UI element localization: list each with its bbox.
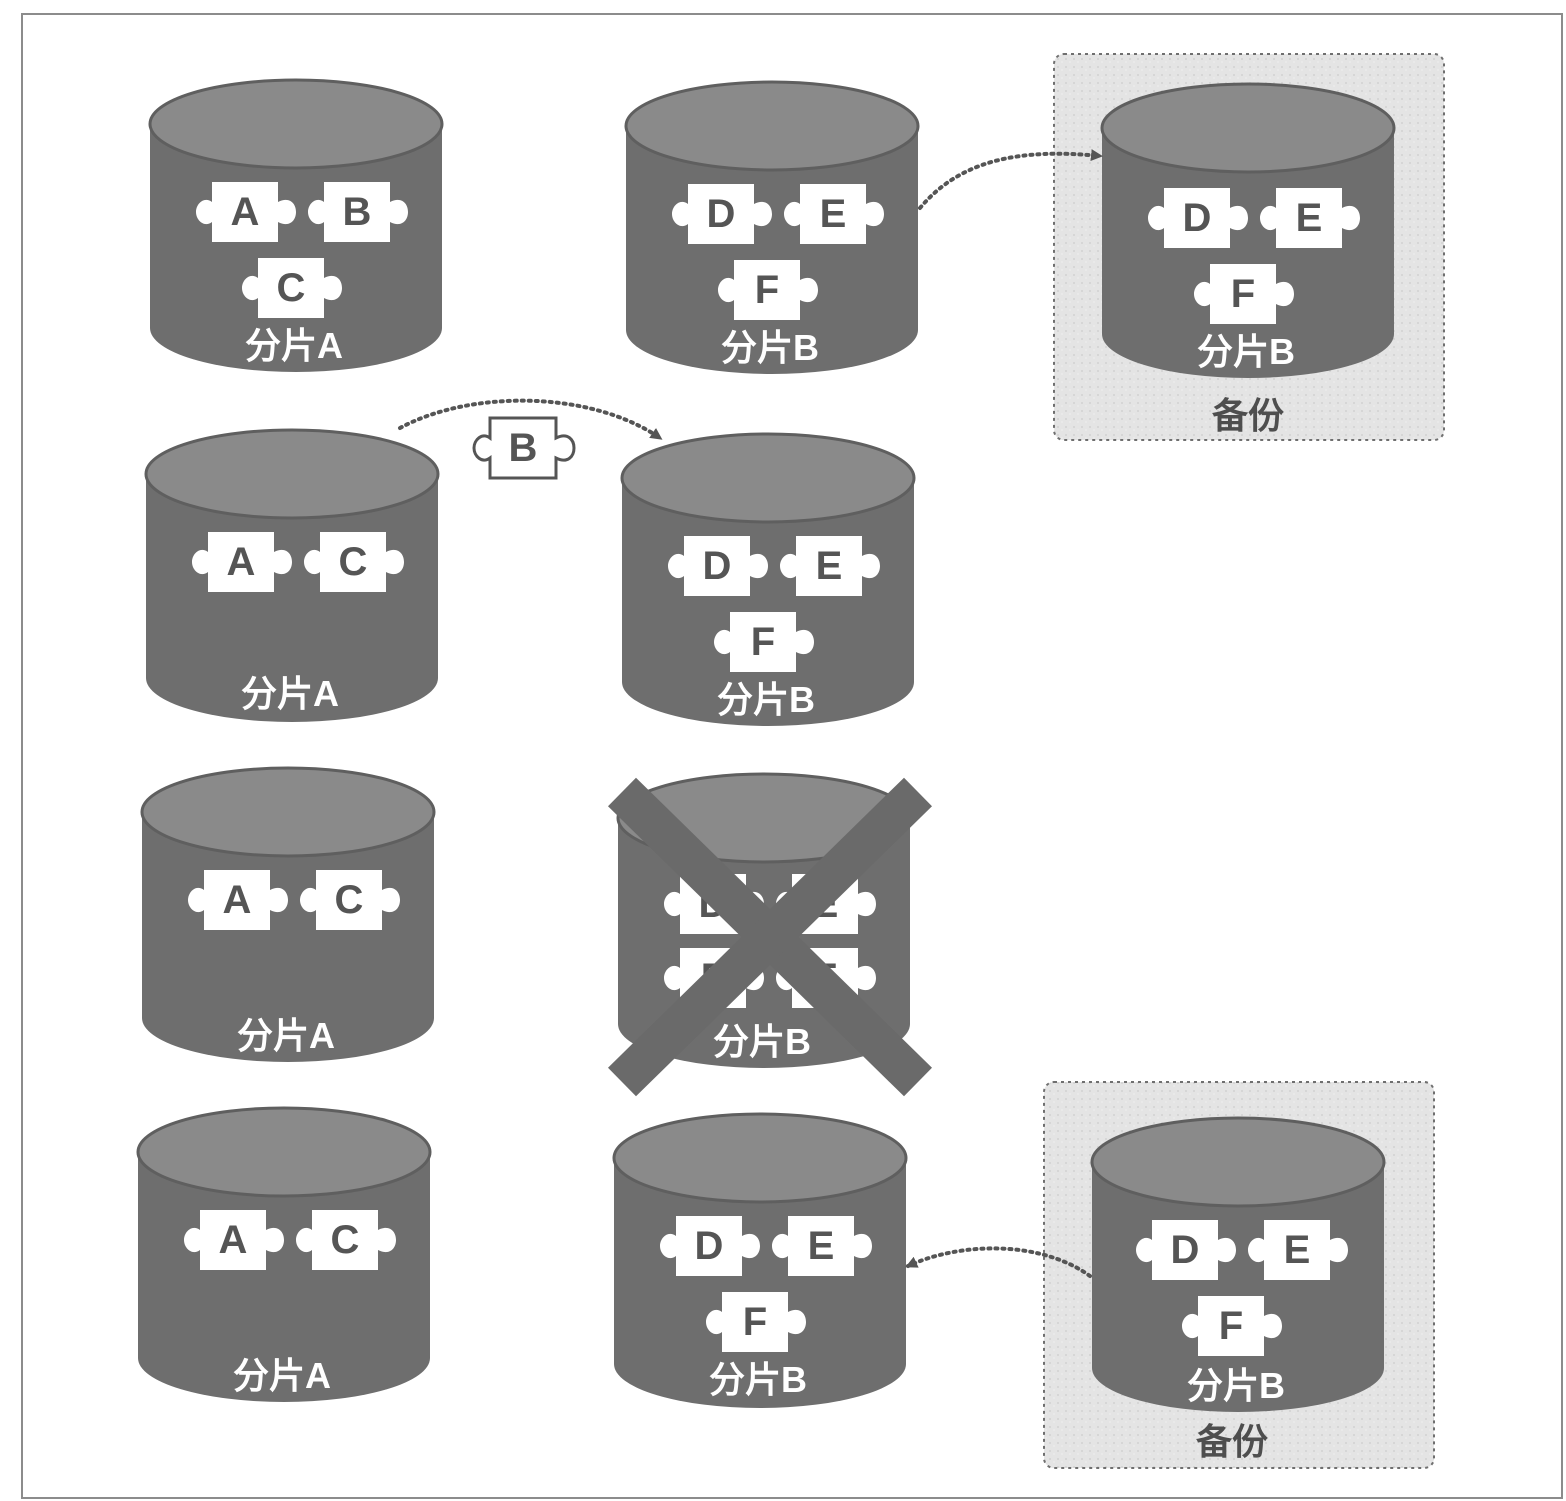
piece-letter: A	[231, 190, 260, 234]
piece-letter: D	[1171, 1228, 1200, 1272]
shard-b-label: 分片B	[709, 1359, 807, 1400]
puzzle-piece-icon: A	[188, 870, 288, 930]
puzzle-piece-icon: C	[304, 532, 404, 592]
puzzle-piece-icon: E	[1248, 1220, 1348, 1280]
piece-letter: B	[343, 190, 372, 234]
puzzle-piece-icon: C	[242, 258, 342, 318]
puzzle-piece-icon: C	[296, 1210, 396, 1270]
cylinder-top	[620, 432, 916, 524]
figure-frame	[21, 13, 1563, 1499]
failure-cross-icon	[608, 777, 932, 1097]
puzzle-piece-icon: D	[660, 1216, 760, 1276]
puzzle-piece-icon: E	[1260, 188, 1360, 248]
shard-a-label: 分片A	[245, 325, 343, 366]
piece-letter: A	[223, 878, 252, 922]
puzzle-piece-icon: D	[1148, 188, 1248, 248]
shard-b-label: 分片B	[721, 327, 819, 368]
puzzle-piece-icon: F	[1194, 264, 1294, 324]
cylinder-top	[144, 428, 440, 520]
puzzle-piece-icon: D	[668, 536, 768, 596]
puzzle-piece-icon: D	[1136, 1220, 1236, 1280]
puzzle-piece-icon: F	[718, 260, 818, 320]
piece-letter: F	[751, 620, 775, 664]
puzzle-piece-icon: F	[706, 1292, 806, 1352]
puzzle-piece-icon: E	[784, 184, 884, 244]
puzzle-piece-icon: D	[672, 184, 772, 244]
piece-letter: E	[816, 544, 843, 588]
migrating-puzzle-piece-icon: B	[472, 416, 576, 480]
piece-letter: C	[331, 1218, 360, 1262]
piece-letter: D	[695, 1224, 724, 1268]
backup-copy-arrow	[918, 149, 1103, 210]
puzzle-piece-icon: A	[192, 532, 292, 592]
piece-letter: C	[339, 540, 368, 584]
backup-shard-b-label: 分片B	[1187, 1365, 1285, 1406]
backup-label-bottom: 备份	[1196, 1421, 1268, 1462]
cylinder-top	[148, 78, 444, 170]
restore-arrow	[905, 1246, 1092, 1278]
piece-letter: D	[1183, 196, 1212, 240]
piece-letter: F	[755, 268, 779, 312]
puzzle-piece-icon: A	[184, 1210, 284, 1270]
cylinder-top	[624, 80, 920, 172]
cylinder-top	[612, 1112, 908, 1204]
cylinder-top	[1100, 82, 1396, 174]
cylinder-top	[140, 766, 436, 858]
puzzle-piece-icon: F	[714, 612, 814, 672]
piece-letter: C	[335, 878, 364, 922]
piece-letter: F	[1219, 1304, 1243, 1348]
piece-letter: E	[1284, 1228, 1311, 1272]
cylinder-top	[1090, 1116, 1386, 1208]
shard-b-label: 分片B	[717, 679, 815, 720]
shard-a-label: 分片A	[237, 1015, 335, 1056]
piece-letter: D	[703, 544, 732, 588]
backup-shard-b-label: 分片B	[1197, 331, 1295, 372]
puzzle-piece-icon: E	[772, 1216, 872, 1276]
piece-letter: D	[707, 192, 736, 236]
puzzle-piece-icon: B	[308, 182, 408, 242]
shard-a-label: 分片A	[233, 1355, 331, 1396]
piece-letter: B	[509, 426, 538, 470]
migration-arrow	[398, 398, 663, 440]
puzzle-piece-icon: E	[780, 536, 880, 596]
piece-letter: A	[227, 540, 256, 584]
backup-label-top: 备份	[1212, 395, 1284, 436]
piece-letter: F	[1231, 272, 1255, 316]
puzzle-piece-icon: C	[300, 870, 400, 930]
piece-letter: E	[820, 192, 847, 236]
failed-shard-b-label: 分片B	[713, 1021, 811, 1062]
piece-letter: E	[1296, 196, 1323, 240]
piece-letter: A	[219, 1218, 248, 1262]
cylinder-top	[136, 1106, 432, 1198]
puzzle-piece-icon: F	[1182, 1296, 1282, 1356]
piece-letter: F	[743, 1300, 767, 1344]
shard-a-label: 分片A	[241, 673, 339, 714]
piece-letter: E	[808, 1224, 835, 1268]
piece-letter: C	[277, 266, 306, 310]
puzzle-piece-icon: A	[196, 182, 296, 242]
